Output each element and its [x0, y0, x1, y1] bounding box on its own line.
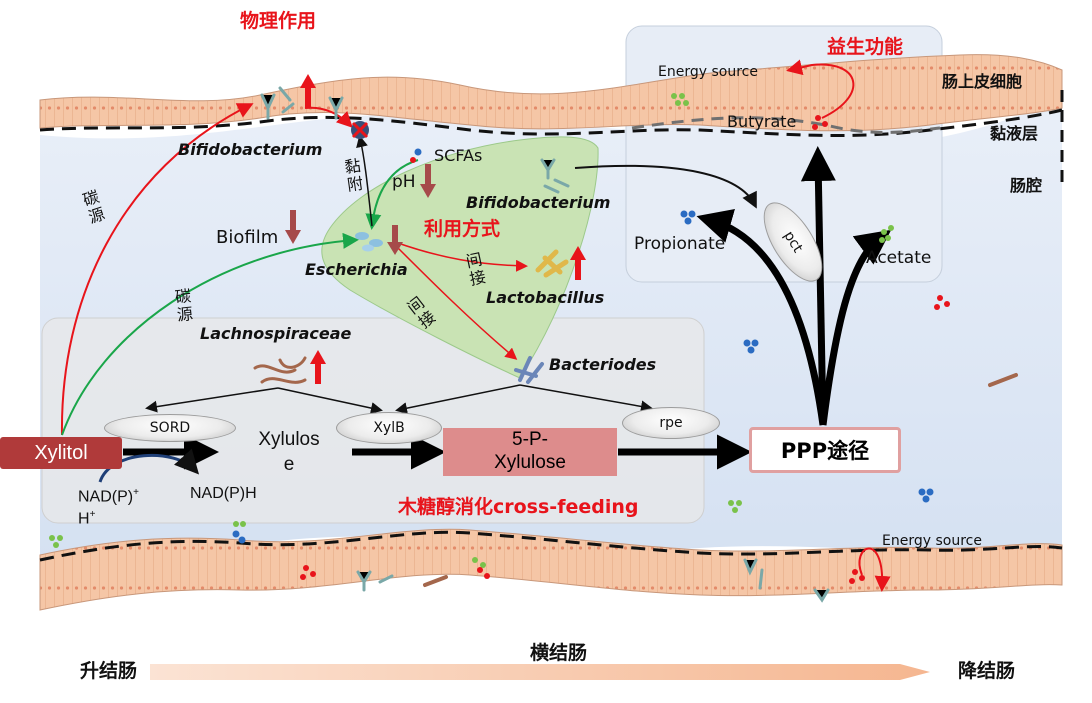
- enzyme-pct-label: pct: [780, 228, 806, 256]
- xylulose-line1: Xylulos: [258, 429, 320, 450]
- bacteria-lachnospiraceae: Lachnospiraceae: [200, 324, 352, 343]
- label-acetate: Acetate: [866, 248, 932, 268]
- enzyme-xylb: XylB: [336, 412, 442, 444]
- molecule-dots: [49, 93, 950, 584]
- xylitol-label: Xylitol: [34, 441, 88, 464]
- title-probiotic: 益生功能: [827, 36, 904, 58]
- enzyme-rpe-label: rpe: [659, 415, 683, 431]
- top-mucus-line: [39, 108, 1063, 137]
- increase-arrow-top: [300, 74, 316, 108]
- title-physical: 物理作用: [240, 10, 317, 32]
- label-biofilm: Biofilm: [216, 227, 279, 248]
- label-butyrate: Butyrate: [727, 112, 797, 131]
- nadp-label: NAD(P)+ H+: [78, 486, 139, 530]
- ppp-box: PPP途径: [749, 427, 901, 473]
- enzyme-rpe: rpe: [622, 407, 720, 439]
- escherichia-glyph: [355, 232, 383, 252]
- enzyme-xylb-label: XylB: [373, 420, 405, 436]
- label-energy-bottom: Energy source: [882, 533, 982, 549]
- bifido-top-glyph: [260, 86, 344, 120]
- p5-xylulose-line1: 5-P-: [512, 429, 548, 451]
- bacteria-escherichia: Escherichia: [305, 260, 408, 279]
- nadp-sup: +: [133, 487, 139, 498]
- decrease-arrow-biofilm: [285, 210, 301, 244]
- colon-direction-arrow: [150, 664, 930, 680]
- p5-xylulose-box: 5-P- Xylulose: [443, 428, 617, 476]
- nadph-label: NAD(P)H: [190, 485, 257, 502]
- region-mucus: 黏液层: [990, 124, 1039, 143]
- nadp-text: NAD(P): [78, 488, 134, 506]
- label-tanyuan-green: 碳源: [171, 287, 194, 325]
- nadp-h-sup: +: [89, 508, 96, 520]
- bacteria-lactobacillus: Lactobacillus: [486, 288, 605, 307]
- bacteria-bifido-mid: Bifidobacterium: [466, 193, 611, 212]
- ppp-label: PPP途径: [780, 439, 870, 463]
- title-crossfeeding: 木糖醇消化cross-feeding: [398, 496, 639, 518]
- xylulose-line2: e: [283, 453, 295, 475]
- xylulose-label: Xylulos e: [248, 428, 330, 477]
- utilization-zone: [321, 136, 599, 379]
- bacteria-bifido-top: Bifidobacterium: [178, 140, 323, 159]
- decrease-arrow-ph: [420, 164, 436, 198]
- blocked-adhesion-mark: [351, 121, 369, 139]
- colon-descending: 降结肠: [958, 660, 1016, 682]
- label-nianfu: 黏附: [340, 156, 365, 196]
- xylitol-box: Xylitol: [0, 437, 122, 469]
- p5-xylulose-line2: Xylulose: [494, 452, 566, 473]
- label-ph: pH: [392, 172, 416, 192]
- bacteriodes-glyph: [514, 356, 544, 384]
- colon-transverse: 横结肠: [530, 642, 588, 664]
- lachnospiraceae-glyph: [253, 356, 307, 384]
- enzyme-sord: SORD: [104, 414, 236, 442]
- label-energy-top: Energy source: [658, 64, 758, 80]
- bottom-mucus-line: [39, 530, 1063, 562]
- region-lumen: 肠腔: [1010, 176, 1043, 195]
- increase-arrow-lachno: [310, 350, 326, 384]
- label-propionate: Propionate: [634, 234, 726, 254]
- bacteria-bacteriodes: Bacteriodes: [549, 355, 657, 374]
- nadp-h-text: H: [78, 510, 90, 528]
- top-epithelium: [39, 54, 1063, 132]
- enzyme-sord-label: SORD: [149, 420, 191, 436]
- decrease-arrow-esch: [387, 225, 403, 255]
- colon-ascending: 升结肠: [80, 660, 138, 682]
- region-epithelium: 肠上皮细胞: [942, 72, 1023, 91]
- title-utilization: 利用方式: [424, 218, 501, 240]
- label-scfas: SCFAs: [434, 146, 483, 165]
- bifido-mid-glyph: [540, 158, 570, 194]
- lactobacillus-glyph: [535, 249, 569, 278]
- increase-arrow-lacto: [570, 246, 586, 280]
